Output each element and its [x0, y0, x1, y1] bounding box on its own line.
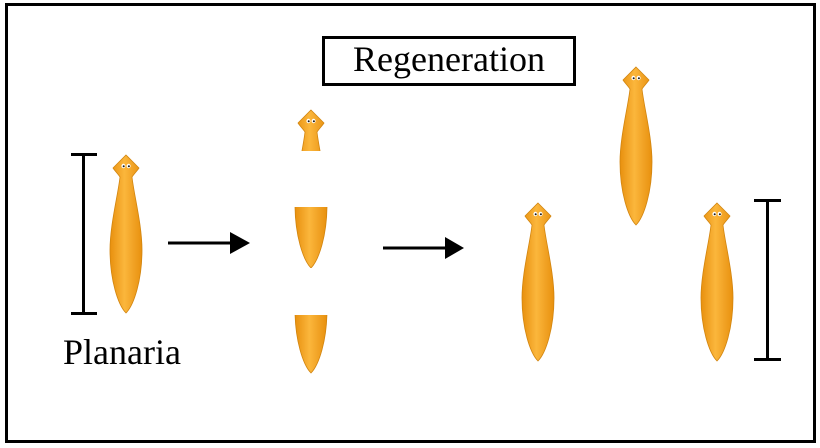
pupil	[307, 120, 310, 123]
planarian-regenerated-3	[700, 202, 734, 362]
pupil	[539, 213, 542, 216]
fragment-trunk	[294, 207, 328, 268]
arrow-cut-to-regenerated	[383, 237, 464, 259]
scale-bar-regenerated	[754, 199, 781, 361]
pupil	[637, 77, 640, 80]
pupil	[632, 77, 635, 80]
fragment-tail	[294, 315, 328, 374]
planarian-intact	[109, 154, 143, 314]
pupil	[122, 165, 125, 168]
fragment-head	[297, 109, 325, 151]
organism-label: Planaria	[63, 332, 181, 372]
title: Regeneration	[353, 39, 545, 79]
pupil	[127, 165, 130, 168]
title-box: Regeneration	[322, 36, 576, 86]
worm-body-group	[294, 207, 328, 268]
arrow-intact-to-cut	[168, 232, 250, 254]
worm-body	[297, 109, 325, 151]
worm-body	[521, 202, 555, 362]
worm-body	[294, 315, 328, 374]
arrowhead-icon	[445, 237, 464, 259]
worm-body-group	[619, 66, 653, 226]
planarian-regenerated-2	[619, 66, 653, 226]
planarian-regenerated-1	[521, 202, 555, 362]
worm-body	[294, 207, 328, 268]
worm-body-group	[294, 315, 328, 374]
planarian-cut	[294, 109, 328, 374]
pupil	[312, 120, 315, 123]
worm-body	[700, 202, 734, 362]
worm-body	[109, 154, 143, 314]
pupil	[718, 213, 721, 216]
worm-body-group	[521, 202, 555, 362]
arrowhead-icon	[230, 232, 250, 254]
scale-bar-original	[71, 153, 97, 315]
worm-body	[619, 66, 653, 226]
worm-body-group	[700, 202, 734, 362]
pupil	[534, 213, 537, 216]
worm-body-group	[297, 109, 325, 151]
pupil	[713, 213, 716, 216]
diagram-frame	[5, 3, 816, 443]
worm-body-group	[109, 154, 143, 314]
